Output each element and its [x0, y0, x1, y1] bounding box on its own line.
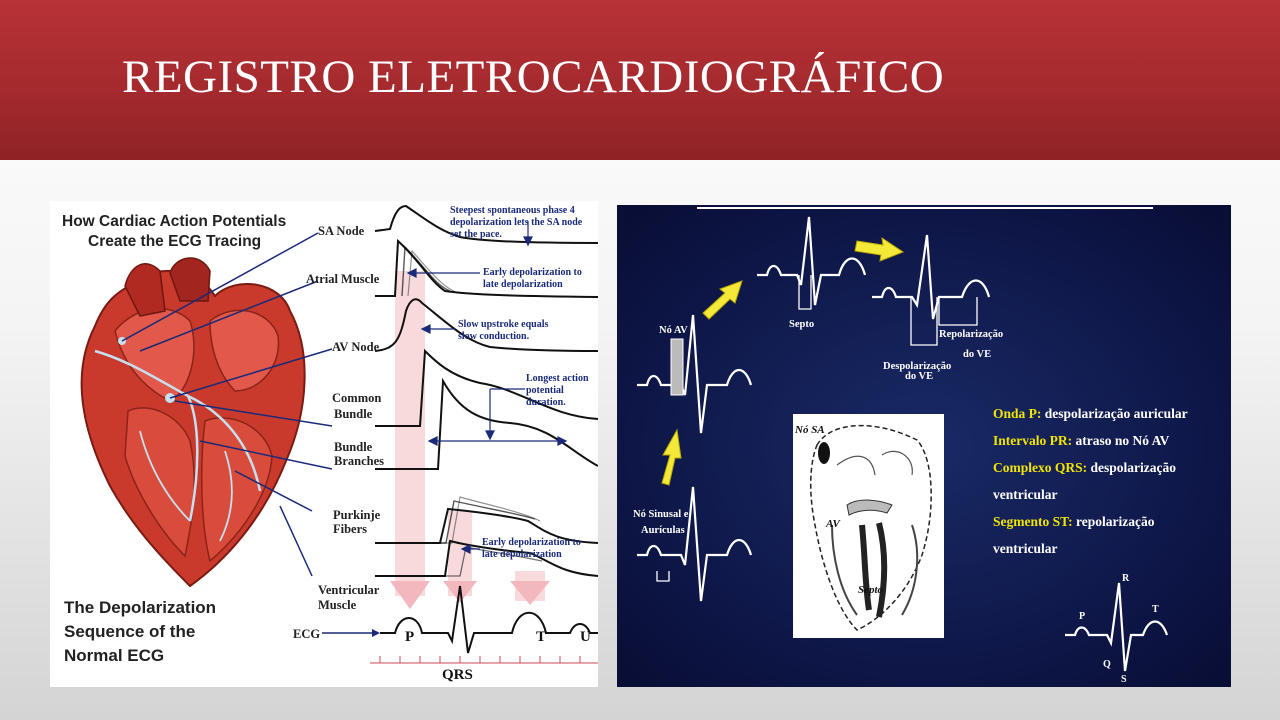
row-label-common-2: Bundle	[334, 407, 373, 421]
ecg-despol-ve	[872, 234, 991, 320]
wave-t-label: T	[536, 629, 546, 645]
row-label-bundle-1: Bundle	[334, 440, 373, 454]
note-av-1: Slow upstroke equals	[458, 319, 549, 330]
pointer-lines	[121, 232, 333, 577]
wave-qrs-label: QRS	[442, 667, 473, 683]
row-label-bundle-2: Branches	[334, 454, 384, 468]
label-septo-top: Septo	[789, 319, 814, 330]
pink-stripe-p	[395, 271, 425, 596]
wave-label-s: S	[1121, 674, 1127, 685]
label-repol-2: do VE	[963, 349, 991, 360]
note-atrial-2: late depolarization	[483, 279, 563, 290]
label-repol-1: Repolarização	[939, 329, 1003, 340]
ecg-trace	[380, 585, 598, 654]
legend-item-3: ventricular	[993, 487, 1057, 502]
note-purkinje-1: Early depolarization to	[482, 537, 581, 548]
note-sa-1: Steepest spontaneous phase 4	[450, 205, 575, 216]
heart-illustration	[80, 257, 306, 588]
note-dur-3: duration.	[526, 397, 566, 408]
trace-common	[375, 348, 598, 427]
note-atrial-1: Early depolarization to	[483, 267, 582, 278]
ecg-labelled-small	[1065, 582, 1169, 672]
wave-label-p: P	[1079, 611, 1085, 622]
wave-u-label: U	[580, 629, 591, 645]
arrow-diag-1	[702, 280, 743, 320]
note-dur-1: Longest action	[526, 373, 589, 384]
legend-item-1: Intervalo PR: atraso no Nó AV	[993, 433, 1170, 448]
label-no-sinusal-1: Nó Sinusal e	[633, 509, 689, 520]
cardiac-action-potentials-figure: How Cardiac Action Potentials Create the…	[50, 201, 598, 687]
pink-arrow-p	[390, 581, 430, 609]
wave-label-r: R	[1122, 573, 1130, 584]
caption-line2: Sequence of the	[64, 622, 195, 641]
legend-item-2: Complexo QRS: despolarização	[993, 460, 1176, 475]
ecg-label: ECG	[293, 627, 320, 641]
wave-p-label: P	[405, 629, 414, 645]
row-label-purkinje-1: Purkinje	[333, 508, 381, 522]
action-potential-traces	[374, 204, 598, 654]
ecg-septo-top	[757, 216, 867, 306]
legend-item-5: ventricular	[993, 541, 1057, 556]
ecg-conduction-figure: Nó AV Septo Repolarização do VE Despolar…	[617, 205, 1231, 687]
label-no-av: Nó AV	[659, 325, 688, 336]
row-label-common-1: Common	[332, 391, 381, 405]
wave-label-t: T	[1152, 604, 1159, 615]
heart-label-septo: Septo	[858, 584, 884, 596]
row-label-atrial-muscle: Atrial Muscle	[306, 272, 380, 286]
arrow-up-left	[661, 428, 682, 486]
row-label-av-node: AV Node	[332, 340, 380, 354]
trace-purkinje	[375, 507, 598, 544]
note-dur-2: potential	[526, 385, 564, 396]
trace-ventricular	[375, 539, 598, 577]
heart-label-no-sa: Nó SA	[794, 424, 825, 436]
arrow-right-top	[854, 236, 905, 262]
highlight-no-av	[670, 338, 684, 396]
note-av-2: slow conduction.	[458, 331, 530, 342]
pink-arrow-t	[510, 581, 550, 605]
label-despol-2: do VE	[905, 371, 933, 382]
row-label-ventricular-2: Muscle	[318, 598, 357, 612]
trace-av-node	[374, 298, 598, 352]
ecg-no-av	[637, 314, 753, 434]
label-despol-1: Despolarização	[883, 361, 951, 372]
caption-line1: The Depolarization	[64, 598, 216, 617]
slide-title: REGISTRO ELETROCARDIOGRÁFICO	[122, 51, 945, 103]
heading-line1: How Cardiac Action Potentials	[62, 213, 286, 230]
heading-line2: Create the ECG Tracing	[88, 233, 261, 250]
note-sa-2: depolarization lets the SA node	[450, 217, 583, 228]
wave-label-q: Q	[1103, 659, 1111, 670]
heart-label-av: AV	[825, 518, 842, 530]
heart-diagram: Nó SA AV Septo	[793, 414, 944, 638]
row-label-sa-node: SA Node	[318, 224, 365, 238]
title-bar: REGISTRO ELETROCARDIOGRÁFICO	[0, 0, 1280, 160]
trace-sa-node	[374, 204, 598, 244]
row-label-ventricular-1: Ventricular	[318, 583, 380, 597]
caption-line3: Normal ECG	[64, 646, 164, 665]
legend-item-4: Segmento ST: repolarização	[993, 514, 1155, 529]
legend-item-0: Onda P: despolarização auricular	[993, 406, 1188, 421]
label-no-sinusal-2: Aurículas	[641, 525, 685, 536]
trace-bundle	[375, 377, 598, 470]
note-purkinje-2: late depolarization	[482, 549, 562, 560]
row-label-purkinje-2: Fibers	[333, 522, 367, 536]
note-sa-3: set the pace.	[450, 229, 502, 240]
ecg-no-sinusal	[637, 486, 753, 602]
